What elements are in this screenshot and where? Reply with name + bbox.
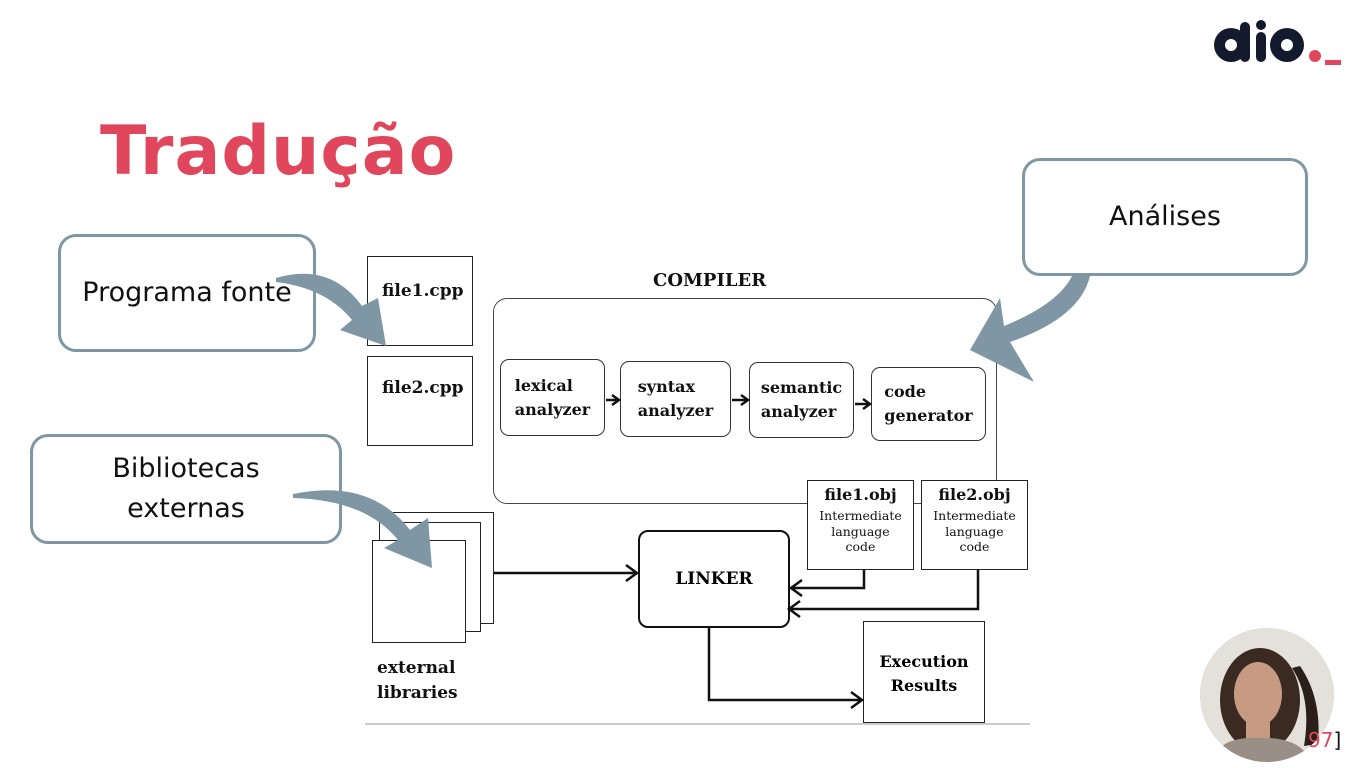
slide-title: Tradução — [100, 112, 457, 191]
callout-bibliotecas-line2: externas — [127, 493, 245, 524]
dio-logo — [1214, 20, 1341, 65]
callout-analises: Análises — [1022, 158, 1308, 276]
arrow-libraries-to-linker — [494, 563, 640, 583]
object-file-1-name: file1.obj — [824, 485, 897, 504]
stage-semantic-line2: analyzer — [760, 402, 837, 421]
external-libraries-label: external libraries — [377, 656, 458, 705]
arrow-semantic-to-code — [855, 397, 873, 411]
page-number-bracket: ] — [1333, 728, 1342, 752]
page-number: 97] — [1308, 728, 1341, 752]
stage-syntax-line1: syntax — [637, 377, 696, 396]
external-libraries-line2: libraries — [377, 682, 458, 703]
compiler-container — [493, 298, 997, 504]
external-libraries-line1: external — [377, 658, 456, 678]
callout-programa-label: Programa fonte — [82, 276, 292, 308]
object-file-1-desc2: language — [831, 523, 890, 539]
callout-analises-label: Análises — [1109, 200, 1221, 232]
curved-arrow-icon — [293, 490, 432, 568]
arrow-obj1-to-linker — [788, 570, 866, 598]
callout-programa-fonte: Programa fonte — [58, 234, 316, 352]
source-file-1-label: file1.cpp — [382, 281, 464, 301]
execution-line1: Execution — [879, 652, 969, 671]
stage-semantic-line1: semantic — [760, 378, 843, 397]
object-file-1-desc3: code — [845, 539, 876, 555]
stage-code-line1: code — [884, 382, 927, 401]
arrow-lexical-to-syntax — [606, 393, 622, 407]
stage-code-generator: code generator — [871, 367, 986, 441]
execution-line2: Results — [890, 676, 958, 695]
curved-arrow-icon — [970, 276, 1090, 382]
arrow-syntax-to-semantic — [732, 393, 751, 407]
stage-lexical-line2: analyzer — [514, 399, 591, 419]
callout-bibliotecas: Bibliotecas externas — [30, 434, 342, 544]
curved-arrow-icon — [276, 273, 386, 346]
source-file-2: file2.cpp — [367, 356, 473, 446]
source-file-2-label: file2.cpp — [382, 378, 464, 398]
stage-syntax-line2: analyzer — [637, 401, 714, 420]
execution-results-box: Execution Results — [863, 621, 985, 723]
object-file-1-desc1: Intermediate — [819, 508, 902, 523]
stage-code-line2: generator — [884, 406, 973, 425]
callout-bibliotecas-line1: Bibliotecas — [112, 452, 260, 484]
page-number-value: 97 — [1308, 728, 1334, 752]
stage-lexical-analyzer: lexical analyzer — [500, 359, 605, 436]
object-file-2-desc2: language — [945, 523, 1004, 539]
linker-box: LINKER — [638, 530, 790, 628]
arrow-obj2-to-linker — [786, 570, 980, 619]
presenter-avatar — [1200, 628, 1334, 762]
arrow-linker-to-execution — [707, 628, 865, 710]
stage-lexical-line1: lexical — [514, 375, 573, 395]
compiler-label: COMPILER — [653, 270, 767, 291]
linker-label: LINKER — [675, 569, 753, 589]
stage-semantic-analyzer: semantic analyzer — [749, 362, 854, 438]
object-file-2-desc1: Intermediate — [933, 508, 1016, 523]
object-file-2-desc3: code — [959, 539, 990, 555]
stage-syntax-analyzer: syntax analyzer — [620, 361, 731, 437]
object-file-2-name: file2.obj — [938, 485, 1011, 504]
source-file-1: file1.cpp — [367, 256, 473, 346]
